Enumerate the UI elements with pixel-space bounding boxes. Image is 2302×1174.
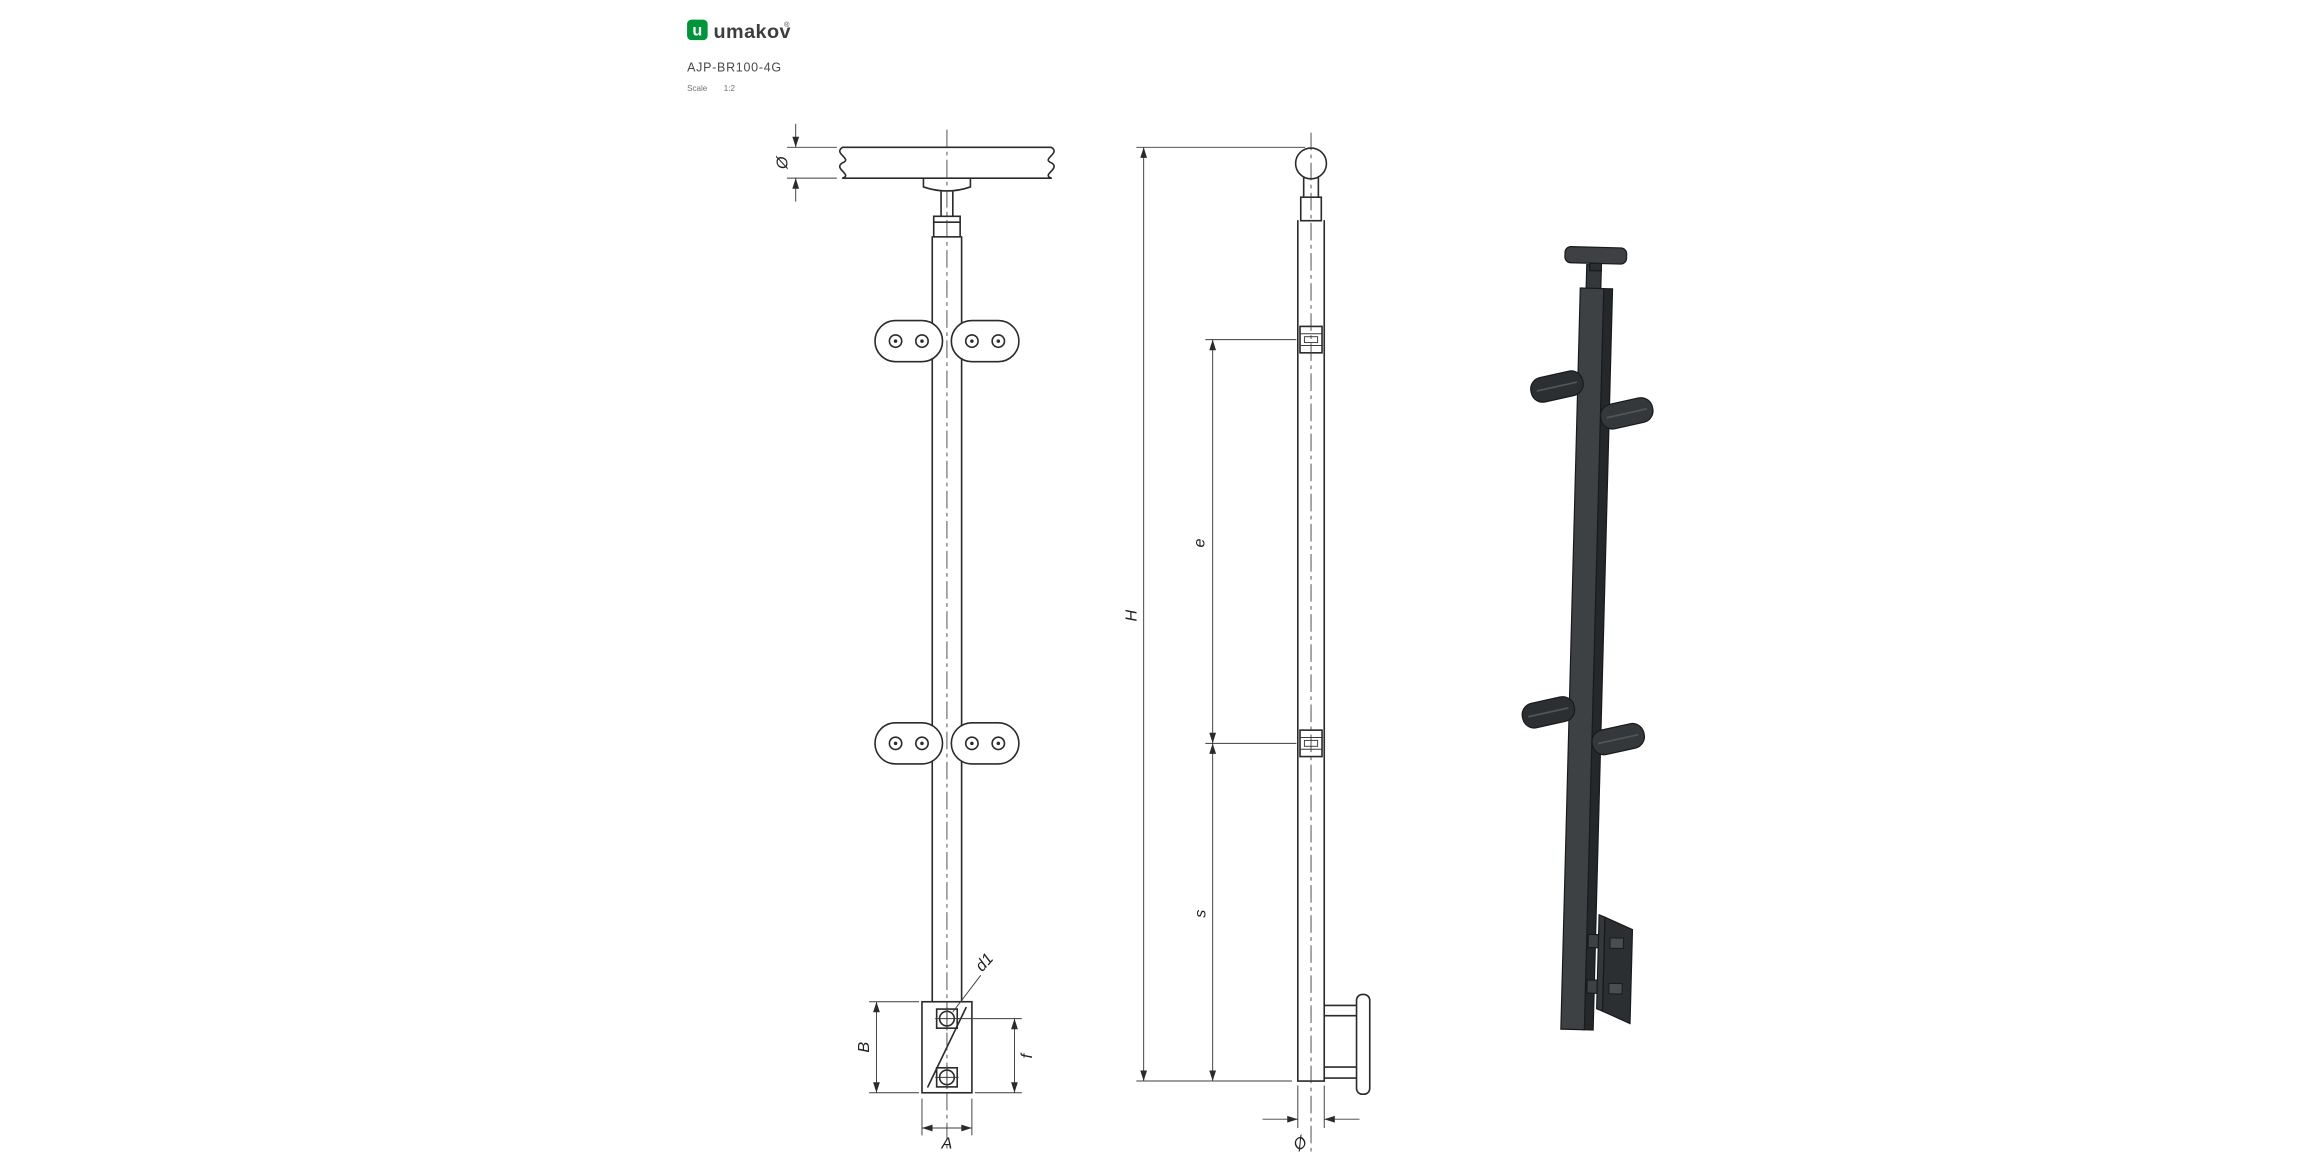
dim-label-overall-height: H	[1122, 609, 1140, 621]
render-3d	[1521, 246, 1654, 1031]
dim-label-hole-offset: f	[1018, 1052, 1036, 1058]
umakov-logo-letter: u	[692, 22, 702, 40]
render-clamp-upper-right	[1599, 397, 1654, 430]
side-view: H e s Ø	[1122, 132, 1371, 1155]
render-clamp-lower-right	[1591, 722, 1646, 756]
wall-bracket-side	[1323, 993, 1371, 1096]
dim-hole-offset: f	[957, 1018, 1036, 1094]
render-wall-bracket	[1586, 913, 1634, 1025]
render-saddle-cap	[1564, 246, 1628, 293]
render-post-body	[1560, 287, 1614, 1031]
product-code: AJP-BR100-4G	[687, 61, 782, 75]
glass-clamp-pair-lower-front	[874, 721, 1020, 765]
registered-mark: ®	[784, 20, 790, 29]
render-clamp-lower-left	[1521, 696, 1576, 729]
dim-label-rail-diameter: Ø	[774, 155, 792, 170]
dim-label-plate-width: A	[941, 1135, 953, 1153]
dim-label-anchor-hole: d1	[972, 950, 997, 975]
scale-value: 1:2	[724, 84, 736, 93]
dim-overall-height: H	[1122, 146, 1306, 1082]
dim-rail-diameter: Ø	[774, 123, 837, 202]
glass-clamp-pair-upper-front	[874, 319, 1020, 363]
dim-plate-height: B	[855, 1001, 920, 1094]
brand-header: u umakov ® AJP-BR100-4G Scale 1:2	[687, 19, 791, 93]
dim-label-post-diameter: Ø	[1289, 1132, 1312, 1155]
dim-label-plate-height: B	[855, 1042, 873, 1053]
umakov-logo-icon	[687, 19, 708, 41]
scale-label: Scale	[687, 84, 708, 93]
post-body-front	[931, 236, 963, 1003]
dim-label-clamp-spacing: e	[1191, 538, 1209, 547]
leader-anchor-hole: d1	[952, 950, 997, 1013]
render-clamp-upper-left	[1530, 370, 1584, 403]
dim-label-clamp-to-base: s	[1191, 910, 1209, 918]
dim-plate-width: A	[921, 1098, 973, 1153]
front-view: Ø B f A	[774, 123, 1055, 1153]
dim-clamp-to-base: s	[1191, 743, 1217, 1082]
dim-clamp-spacing: e	[1191, 339, 1297, 744]
brand-name: umakov	[714, 21, 791, 43]
